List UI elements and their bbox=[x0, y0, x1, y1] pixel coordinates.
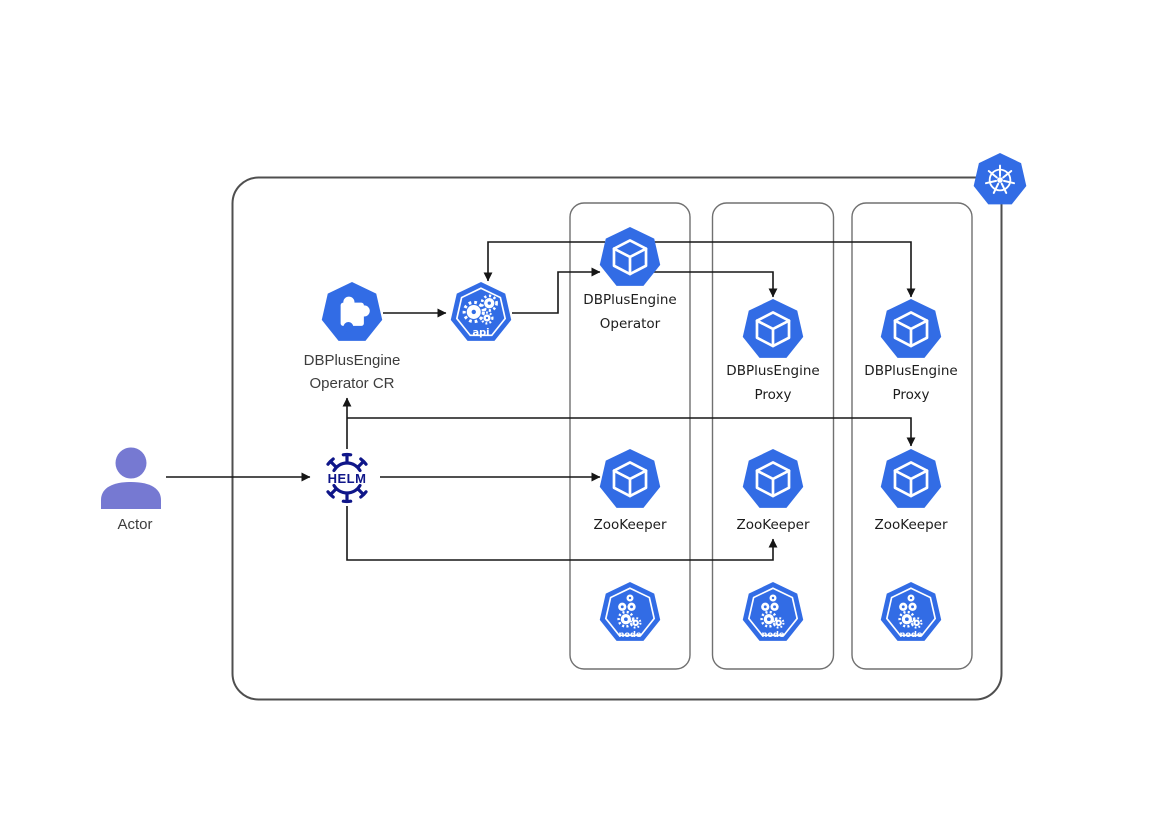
zookeeper-label-2: ZooKeeper bbox=[736, 517, 810, 533]
proxy-pod-icon-3 bbox=[880, 299, 942, 361]
proxy-pod-icon-2 bbox=[742, 299, 804, 361]
cluster-boundary bbox=[231, 176, 1003, 701]
node-icon-text: node bbox=[761, 629, 784, 639]
zookeeper-label-1: ZooKeeper bbox=[593, 517, 667, 533]
api-server-icon: api bbox=[450, 282, 512, 344]
helm-icon: HELM bbox=[315, 446, 379, 510]
edge-operator-to-proxy3 bbox=[654, 241, 916, 298]
edge-operator-to-api bbox=[483, 241, 605, 282]
node-icon-3: node bbox=[880, 582, 942, 644]
node-column-2 bbox=[711, 202, 835, 670]
node-icon-text: node bbox=[618, 629, 641, 639]
node-icon-1: node bbox=[599, 582, 661, 644]
edge-api-to-operator bbox=[512, 267, 601, 314]
operator-pod-label: DBPlusEngine Operator bbox=[583, 292, 677, 332]
actor-icon bbox=[99, 447, 163, 509]
zookeeper-pod-icon-3 bbox=[880, 449, 942, 511]
edge-helm-to-zookeeper2 bbox=[346, 506, 778, 561]
node-icon-text: node bbox=[899, 629, 922, 639]
node-column-1 bbox=[569, 202, 691, 670]
zookeeper-label-3: ZooKeeper bbox=[874, 517, 948, 533]
api-icon-text: api bbox=[473, 328, 490, 339]
node-column-3 bbox=[851, 202, 973, 670]
actor-label: Actor bbox=[117, 516, 153, 533]
zookeeper-pod-icon-1 bbox=[599, 449, 661, 511]
kubernetes-icon bbox=[973, 153, 1027, 207]
operator-pod-icon bbox=[599, 227, 661, 289]
zookeeper-pod-icon-2 bbox=[742, 449, 804, 511]
proxy-pod-label-2: DBPlusEngine Proxy bbox=[726, 363, 820, 403]
operator-cr-label: DBPlusEngine Operator CR bbox=[303, 352, 401, 392]
proxy-pod-label-3: DBPlusEngine Proxy bbox=[864, 363, 958, 403]
edge-operator-to-proxy2 bbox=[652, 271, 778, 298]
node-icon-2: node bbox=[742, 582, 804, 644]
edge-helm-to-zookeeper3 bbox=[347, 417, 916, 447]
operator-cr-icon bbox=[321, 282, 383, 344]
helm-logo-text: HELM bbox=[328, 471, 367, 486]
